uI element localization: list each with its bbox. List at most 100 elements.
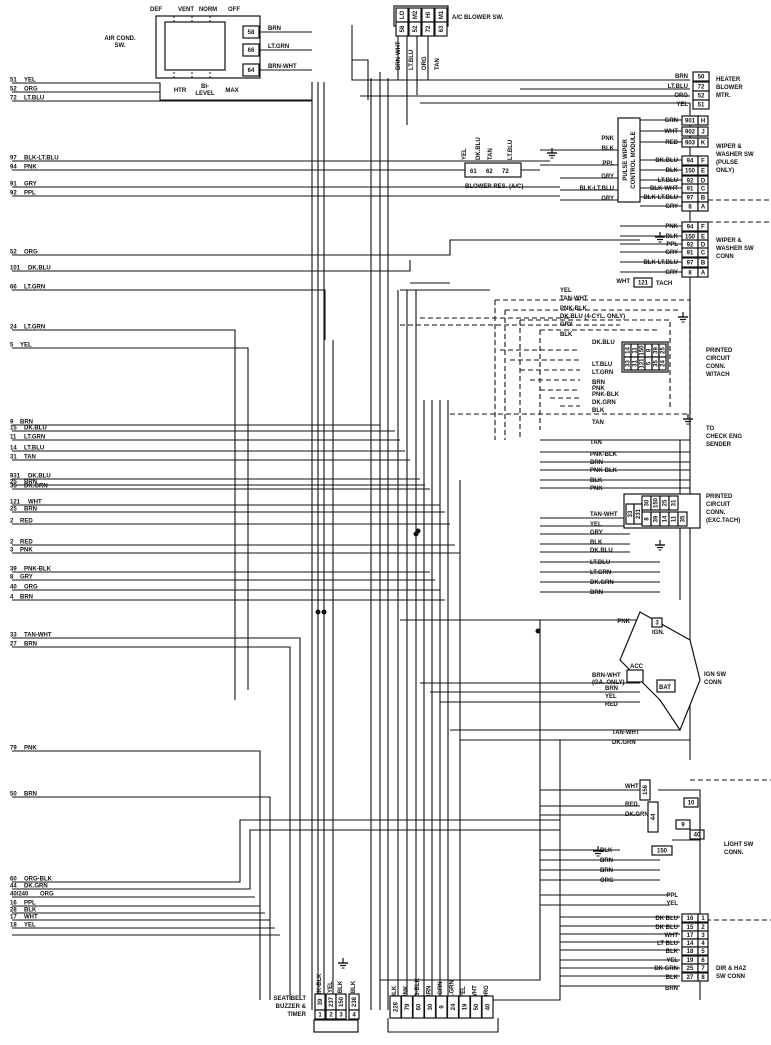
pcc-exc-pin-cell <box>633 503 643 525</box>
left-wire-color: PNK <box>24 165 37 171</box>
light-sw-pin-cell <box>647 801 659 833</box>
wiper-pulse-letter: H <box>701 119 705 125</box>
left-wire-num: 2 <box>10 540 14 546</box>
ac-blower-pin: 63 <box>439 25 445 32</box>
pcc-tach-wire-color: LT.BLU <box>592 362 612 368</box>
light-sw-wire-color: RED <box>625 802 638 808</box>
heater-blower-pin: 51 <box>698 103 705 109</box>
left-wire-color: DK.BLU <box>28 266 51 272</box>
left-wire-num: 25 <box>10 507 17 513</box>
blower-res-wire-color: LT.BLU <box>508 140 514 160</box>
pcc-tach-wire-color: BLK <box>560 332 573 338</box>
left-wire-num: 33 <box>10 633 17 639</box>
wiper-conn-pin: 91 <box>687 251 694 257</box>
air-cond-wire-color: BRN <box>268 26 281 32</box>
wiper-pulse-pin: 97 <box>687 196 694 202</box>
heater-blower-title: BLOWER <box>716 85 743 91</box>
ign-acc-label: ACC <box>630 664 644 670</box>
pcc-exc-pin: 231 <box>636 508 642 519</box>
wiper-pulse-letter-cell <box>697 155 709 166</box>
left-wire-color: LT.BLU <box>24 96 44 102</box>
light-sw-pin-cell <box>651 845 673 856</box>
air-cond-wire-color: LT.GRN <box>268 44 289 50</box>
left-wire-color: PPL <box>24 191 36 197</box>
left-wire-num: 27 <box>10 642 17 648</box>
wiper-pulse-wire-color: DK.BLU <box>655 158 678 164</box>
left-wire-color: PNK <box>20 548 33 554</box>
wiper-conn-title: WIPER & <box>716 238 742 244</box>
pcc-exc-pin: 14 <box>663 515 669 522</box>
left-wire-num: 25 <box>10 480 17 486</box>
air-cond-sw-title: SW. <box>114 43 125 49</box>
ac-blower-pin-cell <box>421 21 435 37</box>
wire-network <box>12 25 771 1010</box>
left-wire-num: 101 <box>10 266 21 272</box>
seat-belt-wire-color: YEL <box>328 981 334 993</box>
heater-blower-wire-color: LT.BLU <box>668 84 688 90</box>
pcc-exc-wire-color: BLK <box>590 540 603 546</box>
pcc-exc-wire-color: PNK <box>590 486 603 492</box>
air-cond-mode-label: BI- <box>201 84 209 90</box>
pcc-exc-pin: 39 <box>654 515 660 522</box>
dir-haz-wire-color: DK BLU <box>655 925 678 931</box>
pcc-exc-pin: 11 <box>672 515 678 522</box>
dir-haz-num: 4 <box>701 941 705 947</box>
light-sw-pin: 156 <box>643 784 649 795</box>
ign-wire-color: BRN-WHT <box>592 673 621 679</box>
left-wire-color: DK.GRN <box>24 484 48 490</box>
ground-symbol <box>655 232 665 243</box>
pcc-tach-pin: 150 <box>640 345 646 356</box>
light-sw-pin: 9 <box>681 823 685 829</box>
wiper-pulse-pin: 150 <box>685 169 696 175</box>
left-wire-num: 35 <box>10 484 17 490</box>
left-wire-color: BRN <box>24 792 37 798</box>
wiper-conn-pin: 8 <box>688 271 692 277</box>
pulse-module-input: PPL <box>602 161 614 167</box>
wiper-conn-letter: B <box>701 261 706 267</box>
dir-haz-wire-color: DK GRN <box>654 966 678 972</box>
left-wire-color: ORG <box>24 250 38 256</box>
dir-haz-pin: 19 <box>687 958 694 964</box>
wiper-pulse-letter: C <box>701 187 706 193</box>
pcc-tach-wire-color: GRY <box>560 322 573 328</box>
seat-belt-wire-color: PNK-BLK <box>317 973 323 1001</box>
air-cond-mode-label: OFF <box>228 7 240 13</box>
air-cond-mode-label: VENT <box>178 7 194 13</box>
heater-blower-pin: 72 <box>698 85 705 91</box>
left-wire-num: 3 <box>10 548 14 554</box>
ign-pin-cell <box>651 617 663 628</box>
blower-res-wire-color: DK.BLU <box>476 137 482 160</box>
pcc-tach-wire-color: DK.BLU <box>592 340 615 346</box>
check-eng-title: SENDER <box>706 442 732 448</box>
dir-haz-num: 3 <box>701 933 705 939</box>
wiper-pulse-letter: D <box>701 179 706 185</box>
wiper-conn-wire-color: BLK-LT.BLU <box>643 260 678 266</box>
pcc-exc-wire-color: TAN <box>590 440 602 446</box>
air-cond-mode-label: LEVEL <box>195 91 215 97</box>
left-wire-color: RED <box>20 519 33 525</box>
dir-haz-pin: 27 <box>687 975 694 981</box>
ign-label: IGN. <box>652 630 665 636</box>
tach-label: TACH <box>656 281 672 287</box>
left-wire-color: BRN <box>20 420 33 426</box>
left-wire-color: BRN <box>20 595 33 601</box>
dir-haz-wire-color: YEL <box>666 901 678 907</box>
light-sw-pin-cell <box>639 779 651 801</box>
pcc-exc-wire-color: TAN-WHT <box>590 512 618 518</box>
ign-switch-body <box>619 611 701 732</box>
pcc-tach-title: PRINTED <box>706 348 733 354</box>
pcc-tach-title: CIRCUIT <box>706 356 731 362</box>
ac-blower-pin: 72 <box>426 25 432 32</box>
pcc-exc-pin: 31 <box>672 499 678 506</box>
light-sw-pin: 10 <box>688 801 695 807</box>
left-wire-color: LT.GRN <box>24 435 45 441</box>
dir-haz-title: DIR & HAZ <box>716 966 747 972</box>
pcc-exc-wire-color: DK.GRN <box>590 580 614 586</box>
wiper-conn-pin: 92 <box>687 243 694 249</box>
pcc-tach-pin: 121 <box>640 358 646 369</box>
light-sw-title: CONN. <box>724 850 744 856</box>
wiper-pulse-letter-cell <box>697 201 709 212</box>
air-cond-sw-title: AIR COND. <box>104 36 136 42</box>
seat-belt-pin: 39 <box>318 998 324 1005</box>
